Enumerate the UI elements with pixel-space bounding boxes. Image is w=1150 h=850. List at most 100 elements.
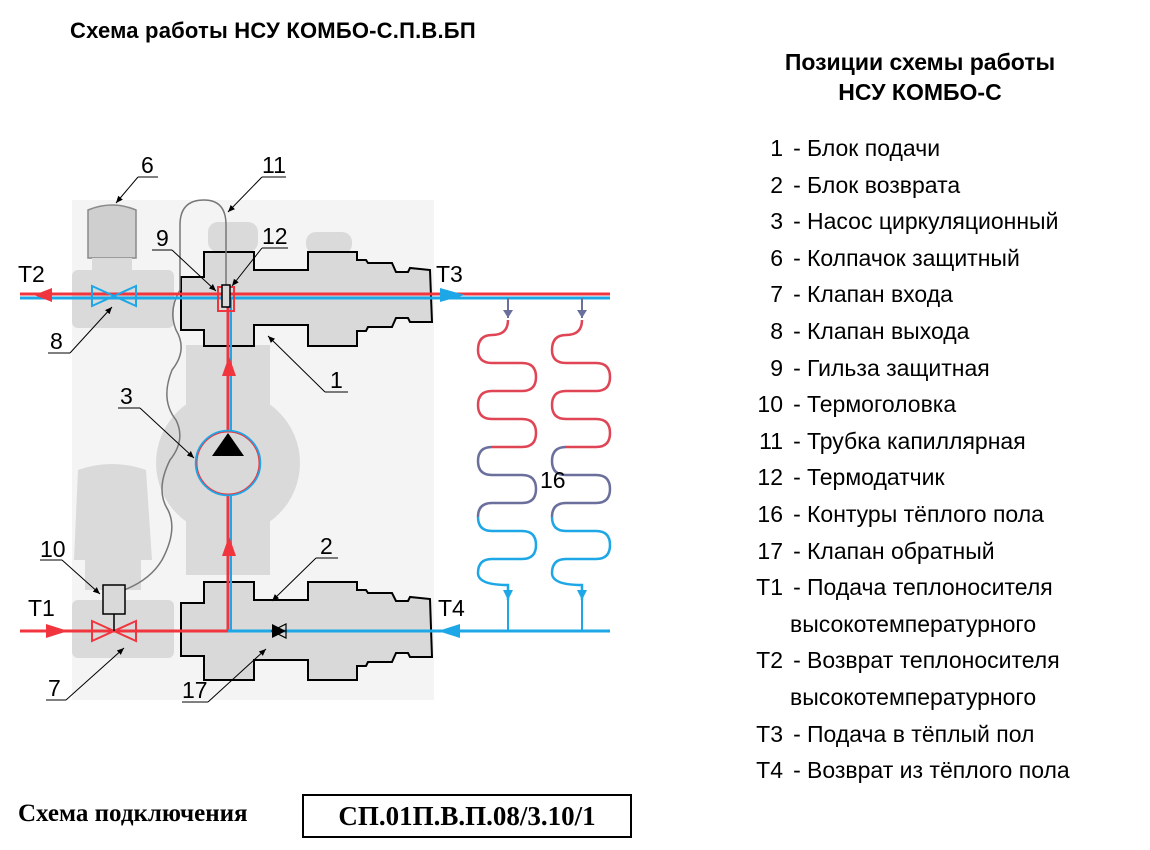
legend-item-dash: - (793, 537, 801, 564)
legend-item-dash: - (793, 135, 801, 161)
legend-item: Т3-Подача в тёплый пол (720, 716, 1140, 753)
page-title: Схема работы НСУ КОМБО-С.П.В.БП (70, 18, 476, 43)
circuit-1-return-arrow-icon (503, 590, 513, 600)
legend-title-line1: Позиции схемы работы (784, 49, 1056, 75)
legend-item-dash: - (793, 574, 801, 601)
t4-arrow-icon (438, 624, 460, 638)
label-t4: Т4 (438, 595, 465, 621)
legend-item: 10-Термоголовка (720, 386, 1140, 423)
legend-title: Позиции схемы работы НСУ КОМБО-С (720, 47, 1120, 107)
legend-item: 11-Трубка капиллярная (720, 423, 1140, 460)
legend-item-text: Термоголовка (807, 391, 957, 418)
legend-item-dash: - (793, 757, 801, 784)
label-t1: Т1 (28, 595, 55, 621)
leader-12 (232, 247, 288, 286)
legend-item-dash: - (793, 391, 801, 418)
legend-item-dash: - (793, 317, 801, 344)
legend-item-text: Термодатчик (807, 464, 945, 491)
legend-item-dash: - (793, 500, 801, 527)
connection-scheme-label: Схема подключения (18, 800, 248, 827)
leader-6 (116, 176, 158, 203)
label-6: 6 (141, 152, 154, 178)
flow-arrow-up-icon (222, 356, 236, 376)
leader-10 (40, 559, 100, 594)
legend-item-text: Подача теплоносителя (807, 574, 1053, 601)
legend-item: 3-Насос циркуляционный (720, 203, 1140, 240)
circuit-2-arrow-icon (577, 310, 587, 318)
legend-item-dash: - (793, 720, 801, 747)
label-3: 3 (120, 383, 133, 409)
valve-body-7 (72, 600, 174, 658)
supply-top-nut-2 (306, 232, 352, 254)
legend-item-continuation: высокотемпературного (790, 610, 1037, 637)
legend-item: Т2-Возврат теплоносителя (720, 642, 1140, 679)
leader-11 (228, 176, 286, 212)
leader-7 (46, 648, 124, 701)
t2-arrow-icon (34, 288, 52, 302)
floor-heating-circuits-16 (476, 298, 612, 631)
legend-item: 6-Колпачок защитный (720, 240, 1140, 277)
label-9: 9 (156, 225, 169, 251)
thermohead-10-body (74, 464, 152, 560)
legend-item: 16-Контуры тёплого пола (720, 496, 1140, 533)
leader-17 (182, 649, 266, 703)
legend-item-number: Т3 (756, 720, 783, 747)
protective-cap-6 (87, 204, 137, 259)
legend-item: 1-Блок подачи (720, 130, 1140, 167)
flow-arrow-up-2-icon (222, 536, 236, 556)
temperature-sensor-12 (221, 284, 231, 308)
legend-item-text: Насос циркуляционный (807, 208, 1059, 235)
leader-1 (268, 336, 348, 393)
label-16: 16 (540, 467, 566, 493)
label-2: 2 (320, 533, 333, 559)
legend-item-number: 12 (757, 464, 783, 491)
legend-item: Т1-Подача теплоносителя (720, 569, 1140, 606)
legend-item-dash: - (793, 464, 801, 491)
label-17: 17 (182, 677, 208, 703)
legend-item: 17-Клапан обратный (720, 533, 1140, 570)
legend-item-text: Трубка капиллярная (807, 427, 1026, 454)
legend-item-number: 1 (770, 135, 783, 161)
circuit-2-return-arrow-icon (577, 590, 587, 600)
leader-9 (152, 249, 216, 291)
label-1: 1 (330, 367, 343, 393)
legend-item-dash: - (793, 208, 801, 235)
label-10: 10 (40, 536, 66, 562)
pump-triangle-icon (212, 433, 244, 456)
leader-8 (48, 307, 112, 354)
legend-item-number: 17 (757, 537, 783, 564)
circuit-1-cold (476, 516, 538, 600)
label-11: 11 (262, 152, 286, 178)
circuit-1-hot (476, 319, 538, 449)
legend-item-dash: - (793, 281, 801, 308)
legend-item-text: Подача в тёплый пол (807, 720, 1035, 747)
label-12: 12 (262, 223, 288, 249)
legend-item: 7-Клапан входа (720, 276, 1140, 313)
legend-item-number: 11 (759, 427, 783, 454)
label-8: 8 (50, 328, 63, 354)
legend-item-number: 6 (770, 244, 783, 271)
check-valve-17-outline (270, 623, 287, 639)
legend-item-text: Клапан обратный (807, 537, 995, 564)
legend-item-continuation: высокотемпературного (790, 683, 1037, 710)
legend-item-dash: - (793, 244, 801, 271)
legend-item-dash: - (793, 647, 801, 674)
legend-item-number: 3 (770, 208, 783, 235)
legend-title-line2: НСУ КОМБО-С (838, 79, 1002, 105)
legend-item-number: Т1 (756, 574, 783, 601)
circuit-1-arrow-icon (503, 310, 513, 318)
circuit-2-cold (550, 516, 612, 600)
legend-item-dash: - (793, 354, 801, 381)
legend-item-number: 8 (770, 317, 783, 344)
valve-7-icon (91, 619, 137, 643)
supply-top-nut (208, 222, 258, 252)
thermohead-10-actuator (102, 584, 126, 615)
connection-scheme-code: СП.01П.В.П.08/3.10/1 (302, 794, 632, 838)
legend-item-text: Колпачок защитный (807, 244, 1020, 271)
capillary-tube-11 (123, 199, 227, 591)
leader-3 (118, 407, 194, 458)
circuit-2-hot (550, 319, 612, 449)
valve-8-icon (91, 284, 137, 308)
legend-item-number: 10 (757, 391, 783, 418)
